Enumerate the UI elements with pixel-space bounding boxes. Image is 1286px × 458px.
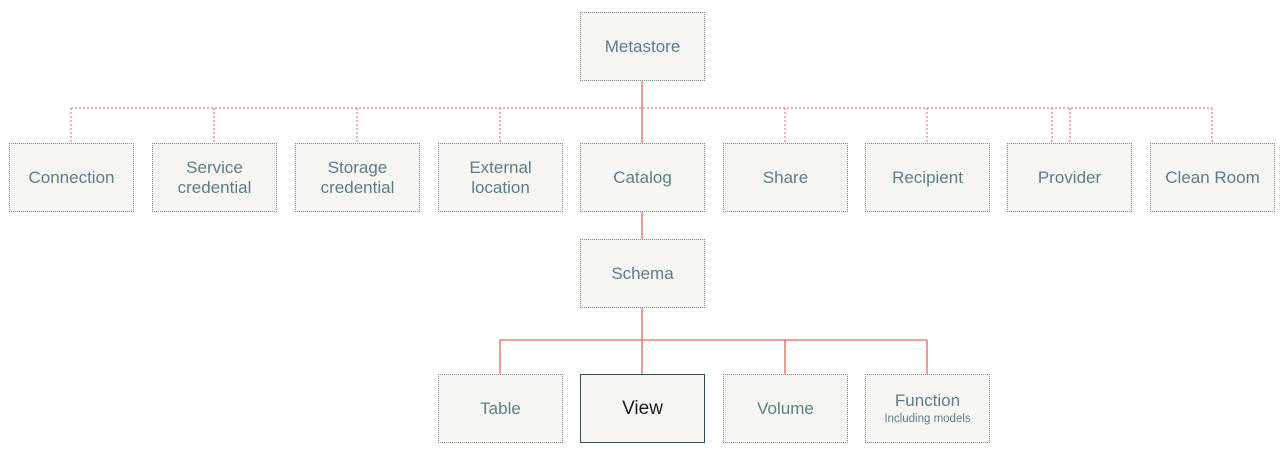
node-share: Share [723,143,848,212]
node-label: Connection [28,167,115,187]
node-connection: Connection [9,143,134,212]
node-label: View [622,397,663,419]
node-label: Provider [1037,167,1102,187]
node-catalog: Catalog [580,143,705,212]
node-label: Share [762,167,809,187]
node-provider: Provider [1007,143,1132,212]
node-label-line-2: location [471,177,530,197]
node-label: Function [894,391,961,410]
node-schema: Schema [580,239,705,308]
node-label: Table [480,398,521,418]
node-view: View [580,374,705,443]
node-label-line-2: credential [177,177,252,197]
node-table: Table [438,374,563,443]
node-label: Clean Room [1165,167,1260,187]
node-label: Schema [611,263,674,283]
node-function: Function Including models [865,374,990,443]
node-metastore: Metastore [580,12,705,81]
node-storage-credential: Storage credential [295,143,420,212]
node-external-location: External location [438,143,563,212]
node-label-line-1: Storage [327,157,388,177]
node-recipient: Recipient [865,143,990,212]
node-label: Metastore [604,36,681,56]
node-label: Recipient [892,167,963,187]
node-label: Catalog [613,167,672,187]
node-sublabel: Including models [884,413,971,425]
node-service-credential: Service credential [152,143,277,212]
node-label-line-1: Service [186,157,243,177]
node-clean-room: Clean Room [1150,143,1275,212]
node-label-line-1: External [469,157,532,177]
node-label-line-2: credential [320,177,395,197]
node-label: Volume [757,398,814,418]
node-volume: Volume [723,374,848,443]
